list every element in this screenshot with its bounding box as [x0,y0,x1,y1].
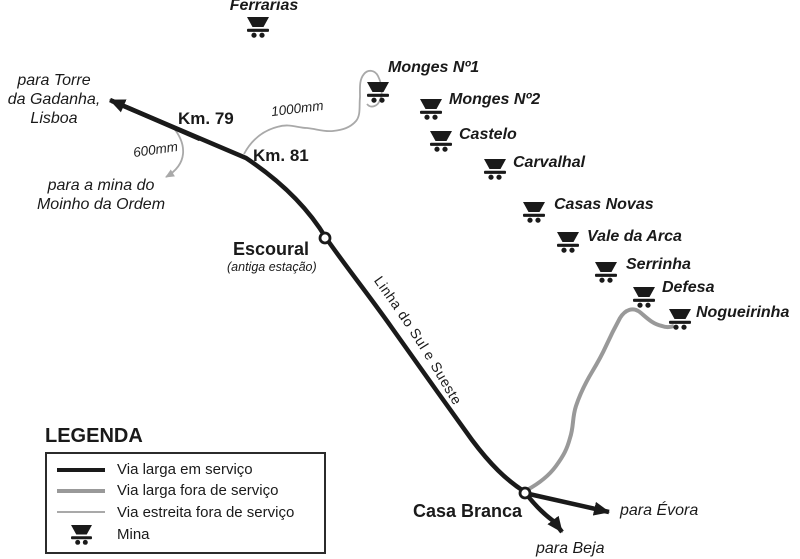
mine-cart-icon [366,82,390,103]
mine-cart-icon [594,262,618,283]
direction-label-evora: para Évora [620,502,699,519]
legend-row-via-larga-em-servico: Via larga em serviço [47,461,324,478]
legend-item-label: Via larga em serviço [117,461,253,479]
mine-cart-icon [419,99,443,120]
legend-box: Via larga em serviço Via larga fora de s… [45,452,326,554]
lisboa-direction-arrow [109,97,201,142]
mine-label-castelo: Castelo [459,126,517,143]
mine-cart-icon [556,232,580,253]
mine-cart-icon [668,309,692,330]
direction-label-lisboa: para Torre da Gadanha, Lisboa [7,72,101,128]
evora-direction-arrow [528,491,610,516]
escoural-station-label: Escoural [233,239,310,259]
thin-gray-line-swatch [57,511,105,514]
casa-branca-station-marker [518,486,532,500]
escoural-station-note: (antiga estação) [227,260,317,274]
svg-text:Linha do Sul e Sueste: Linha do Sul e Sueste [371,273,465,408]
casa-branca-station-label: Casa Branca [413,501,523,521]
mine-label-carvalhal: Carvalhal [513,154,586,171]
legend-item-label: Mina [117,526,150,544]
mine-cart-icon [522,202,546,223]
legend-item-label: Via estreita fora de serviço [117,503,295,521]
thick-gray-line-swatch [57,488,105,493]
main-railway-line [111,98,527,494]
km-81-marker: Km. 81 [253,146,309,165]
km-79-marker: Km. 79 [178,109,234,128]
escoural-station-marker [318,231,332,245]
railway-line-label: Linha do Sul e Sueste [371,273,465,408]
mine-cart-icon [483,159,507,180]
mine-label-defesa: Defesa [662,279,715,296]
direction-label-moinho-da-ordem: para a mina do Moinho da Ordem [36,177,166,214]
mine-label-monges-2: Monges Nº2 [449,91,541,108]
mine-label-ferrarias: Ferrarias [229,0,299,14]
mine-label-monges-1: Monges Nº1 [388,59,480,76]
legend-row-mina: Mina [47,525,324,545]
mine-cart-icon [57,525,105,545]
mine-label-nogueirinha: Nogueirinha [696,304,790,321]
legend-item-label: Via larga fora de serviço [117,482,279,500]
legend-title: LEGENDA [45,425,143,447]
thick-black-line-swatch [57,467,105,472]
mine-cart-icon [429,131,453,152]
beja-direction-arrow [525,493,564,534]
mine-label-vale-da-arca: Vale da Arca [587,228,682,245]
mine-label-casas-novas: Casas Novas [554,196,654,213]
broad-gauge-out-of-service-line [526,307,675,492]
mine-label-serrinha: Serrinha [626,256,691,273]
mine-cart-icon [632,287,656,308]
direction-label-beja: para Beja [536,540,605,557]
narrow-gauge-600mm-line [165,125,185,178]
legend-row-via-larga-fora-de-servico: Via larga fora de serviço [47,482,324,499]
mine-cart-icon [246,17,270,38]
legend-row-via-estreita-fora-de-servico: Via estreita fora de serviço [47,504,324,521]
